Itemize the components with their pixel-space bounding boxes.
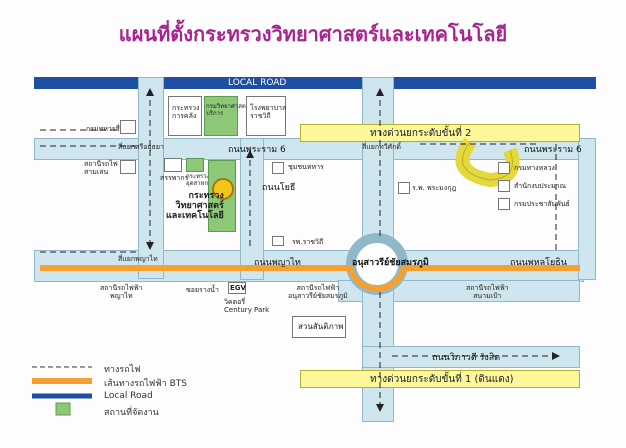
arrow-mid [246,150,254,158]
label-industry: กระทรวง อุตสาหกรรม [186,173,219,187]
label-rama6-left: ถนนพระราม 6 [228,145,286,155]
road-vertical-left [138,77,164,279]
bts-line [40,265,580,292]
label-sri-ayutthaya: สี่แยกศรีอยุธยา [118,143,164,151]
label-phahonyothin: ถนนพหลโยธิน [510,258,567,268]
arrow-right-down [376,404,384,412]
label-right2: สำนักงบประมาณ [514,182,567,190]
label-rama6-right: ถนนพระราม 6 [524,145,582,155]
road-vertical-east [578,138,596,280]
label-victory-monument: อนุสาวรีย์ชัยสมรภูมิ [352,258,429,268]
label-phayathai-intersection: สี่แยกพญาไท [118,255,158,263]
legend-venue-label: สถานที่จัดงาน [104,408,159,418]
label-century: วิคตอรี่ Century Park [224,298,270,315]
label-thaweesak: สี่แยกทวีศักดิ์ [362,143,401,151]
label-phayathai-road: ถนนพญาไท [254,258,301,268]
label-finance: กระทรวง การคลัง [172,104,200,121]
direction-arrows [149,90,560,412]
label-rangnam: ซอยรางน้ำ [186,286,219,294]
label-bts-sanam-pao: สถานีรถไฟฟ้า สนามเป้า [466,284,509,301]
label-right1: กรมทางหลวง [514,164,555,172]
expressway-curve [455,137,520,188]
building-hospital [398,182,410,194]
label-park: สวนสันติภาพ [298,322,344,331]
building-sukkhum [272,162,284,174]
building-finance [168,96,202,136]
legend-local-label: Local Road [104,391,153,401]
arrow-east [552,352,560,360]
building-right1 [498,162,510,174]
building-science-office [204,96,238,136]
label-right3: กรมประชาสัมพันธ์ [514,200,570,208]
railway-left [40,129,138,253]
label-sukkhum: ชุมชนทหาร [288,163,324,171]
legend-venue-symbol [55,402,71,416]
map-title: แผนที่ตั้งกระทรวงวิทยาศาสตร์และเทคโนโลยี [118,22,508,46]
label-yothi: ถนนโยธี [262,183,296,193]
building-left2 [120,160,136,174]
building-right2 [498,180,510,192]
road-vertical-mid [240,138,264,280]
label-ministry: กระทรวง วิทยาศาสตร์ และเทคโนโลยี [166,191,224,221]
building-left1 [120,120,136,134]
label-hospital: ร.พ. พระมงกุฎ [412,184,457,192]
building-small2 [186,158,204,172]
label-science-office: กรมวิทยาศาสตร์ บริการ [206,103,249,117]
building-rajavithi [246,96,286,136]
expressway-stage2 [300,124,580,142]
building-rajavithi2 [272,236,284,246]
arrow-right-up [376,88,384,96]
building-egv [228,282,246,294]
local-road [34,77,596,89]
label-left1: กรมทหารสื่อสาร [86,125,136,133]
label-left2: สถานีรถไฟ สามเสน [84,160,118,177]
expressway-stage1-label: ทางด่วนยกระดับขั้นที่ 1 (ดินแดง) [370,374,514,385]
label-bts-victory: สถานีรถไฟฟ้า อนุสาวรีย์ชัยสมรภูมิ [288,284,348,301]
label-egv: EGV [230,284,246,292]
building-park [292,316,346,338]
expressway-stage1 [300,370,580,388]
legend-bts-label: เส้นทางรถไฟฟ้า BTS [104,379,187,389]
label-vibhavadi: ถนนวิภาวดี รังสิต [432,353,501,363]
label-rajavithi2: รพ.ราชวิถี [292,238,324,246]
legend-railway-label: ทางรถไฟ [104,365,141,375]
building-small1 [164,158,182,172]
road-bottom [362,346,580,368]
arrow-up [146,88,154,96]
label-bts-phayathai: สถานีรถไฟฟ้า พญาไท [100,284,143,301]
label-rajavithi: โรงพยาบาล ราชวิถี [250,104,287,121]
building-right3 [498,198,510,210]
label-small1: สรรพากร [160,174,189,182]
local-road-label: LOCAL ROAD [228,78,287,88]
arrow-down-left [146,242,154,250]
expressway-stage2-label: ทางด่วนยกระดับขั้นที่ 2 [370,128,472,139]
ministry-emblem-icon [212,178,234,200]
